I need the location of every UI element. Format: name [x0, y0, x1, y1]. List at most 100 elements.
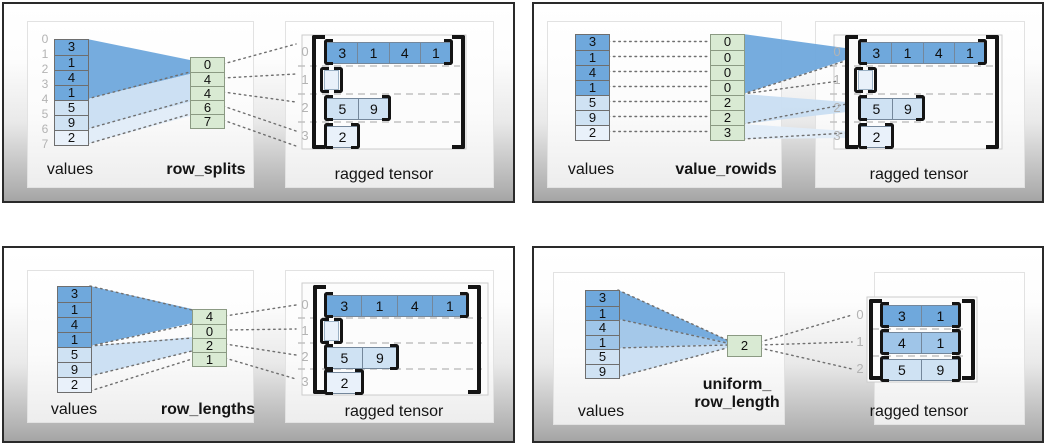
- value-index-label: 2: [41, 62, 49, 76]
- tensor-row-left-bracket: [320, 318, 329, 344]
- param-cell: 2: [711, 110, 744, 125]
- method-label: value_rowids: [675, 161, 777, 178]
- values-cell: 1: [55, 85, 88, 100]
- tensor-row-right-bracket: [460, 292, 469, 318]
- tensor-outer-right-bracket: [986, 35, 999, 149]
- values-label: values: [567, 161, 615, 178]
- tensor-row-right-bracket: [390, 344, 399, 370]
- tensor-row-label: 3: [301, 374, 309, 389]
- tensor-row-label: 0: [301, 297, 309, 312]
- values-cell: 3: [58, 287, 91, 302]
- param-cell: 0: [711, 80, 744, 95]
- tensor-row-left-bracket: [858, 95, 867, 121]
- value-index-label: 1: [41, 47, 49, 61]
- values-cell: 3: [586, 291, 619, 306]
- values-cell: 4: [576, 65, 609, 80]
- value-index-label: 3: [41, 77, 49, 91]
- tensor-row-right-bracket: [351, 123, 360, 149]
- tensor-row-label: 1: [833, 72, 841, 87]
- values-cell: 1: [576, 50, 609, 65]
- values-cell: 5: [55, 100, 88, 115]
- values-cell: 5: [586, 349, 619, 364]
- param-cell: 4: [191, 86, 224, 100]
- values-label: values: [50, 401, 98, 418]
- param-cell: 0: [191, 58, 224, 72]
- tensor-row-left-bracket: [858, 39, 867, 65]
- values-cell: 4: [55, 70, 88, 85]
- value-index-label: 5: [41, 107, 49, 121]
- values-cell: 1: [55, 55, 88, 70]
- tensor-row-right-bracket: [444, 39, 453, 65]
- value-index-label: 4: [41, 92, 49, 106]
- tensor-cell: 1: [891, 43, 923, 63]
- tensor-row-label: 0: [856, 307, 864, 322]
- method-label: row_lengths: [160, 401, 256, 418]
- values-cell: 5: [58, 347, 91, 362]
- tensor-outer-right-bracket: [962, 299, 975, 380]
- param-cell: 1: [193, 352, 226, 366]
- param-cell: 0: [711, 65, 744, 80]
- tensor-cell: 4: [922, 43, 954, 63]
- tensor-cell: 1: [361, 296, 397, 316]
- value-index-label: 6: [41, 122, 49, 136]
- values-cell: 9: [58, 362, 91, 377]
- param-cell: 0: [711, 50, 744, 65]
- values-cell: 1: [58, 302, 91, 317]
- values-cell: 4: [586, 320, 619, 335]
- tensor-row-right-bracket: [952, 302, 961, 328]
- tensor-row-right-bracket: [916, 95, 925, 121]
- tensor-cell: 1: [357, 43, 389, 63]
- param-cell: 0: [193, 324, 226, 338]
- tensor-row-left-bracket: [324, 369, 333, 395]
- param-column: 2: [727, 335, 762, 357]
- tensor-row-left-bracket: [880, 329, 889, 355]
- tensor-row-label: 3: [301, 128, 309, 143]
- tensor-row-left-bracket: [854, 67, 863, 93]
- tensor-outer-right-bracket: [468, 285, 481, 394]
- tensor-row-label: 2: [301, 349, 309, 364]
- tensor-row-left-bracket: [324, 123, 333, 149]
- values-label: values: [46, 161, 94, 178]
- tensor-row-label: 1: [301, 323, 309, 338]
- values-cell: 3: [576, 35, 609, 50]
- tensor-cell: 4: [388, 43, 420, 63]
- tensor-label: ragged tensor: [869, 403, 969, 420]
- tensor-row-left-bracket: [880, 302, 889, 328]
- tensor-row-label: 0: [833, 44, 841, 59]
- tensor-row-right-bracket: [952, 356, 961, 382]
- method-label: row_splits: [166, 161, 246, 178]
- values-cell: 9: [576, 110, 609, 125]
- tensor-label: ragged tensor: [869, 166, 969, 183]
- tensor-cell: 4: [396, 296, 432, 316]
- values-cell: 1: [586, 334, 619, 349]
- tensor-row-left-bracket: [880, 356, 889, 382]
- values-cell: 5: [576, 95, 609, 110]
- tensor-row-left-bracket: [324, 95, 333, 121]
- tensor-row-right-bracket: [334, 67, 343, 93]
- values-cell: 9: [55, 115, 88, 130]
- tensor-row-label: 1: [301, 72, 309, 87]
- tensor-row-left-bracket: [324, 39, 333, 65]
- tensor-outer-right-bracket: [452, 35, 465, 149]
- param-cell: 2: [711, 95, 744, 110]
- tensor-row-right-bracket: [868, 67, 877, 93]
- values-cell: 2: [55, 130, 88, 145]
- tensor-row-left-bracket: [324, 292, 333, 318]
